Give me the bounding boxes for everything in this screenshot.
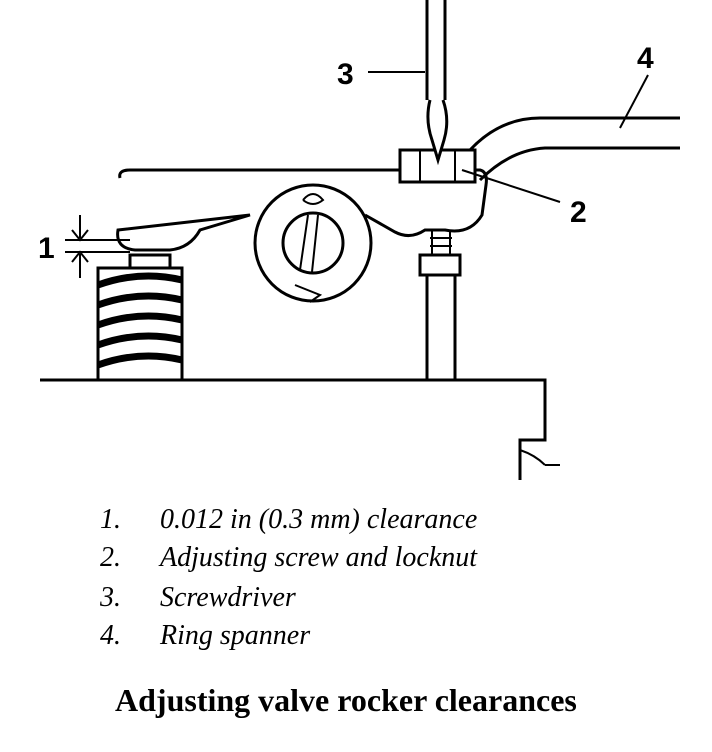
figure-caption: Adjusting valve rocker clearances bbox=[115, 682, 577, 718]
valve-spring bbox=[96, 253, 184, 382]
legend-text: Ring spanner bbox=[160, 620, 311, 651]
callout-4: 4 bbox=[637, 42, 654, 75]
ring-spanner bbox=[468, 116, 680, 182]
callout-2: 2 bbox=[570, 196, 587, 229]
legend-number: 3. bbox=[100, 582, 121, 613]
legend-text: Adjusting screw and locknut bbox=[160, 542, 478, 573]
legend-text: Screwdriver bbox=[160, 582, 296, 613]
valve-rocker-diagram: 1 2 3 4 bbox=[38, 0, 680, 480]
legend-text: 0.012 in (0.3 mm) clearance bbox=[160, 504, 478, 535]
legend-number: 4. bbox=[100, 620, 121, 651]
pushrod bbox=[418, 230, 462, 382]
callout-1: 1 bbox=[38, 232, 55, 265]
rocker-pivot bbox=[253, 183, 373, 303]
rocker-arm bbox=[116, 168, 488, 252]
legend-number: 1. bbox=[100, 504, 121, 535]
screwdriver bbox=[425, 0, 449, 166]
legend-number: 2. bbox=[100, 542, 121, 573]
cylinder-head bbox=[40, 378, 547, 480]
callout-3: 3 bbox=[337, 58, 354, 91]
